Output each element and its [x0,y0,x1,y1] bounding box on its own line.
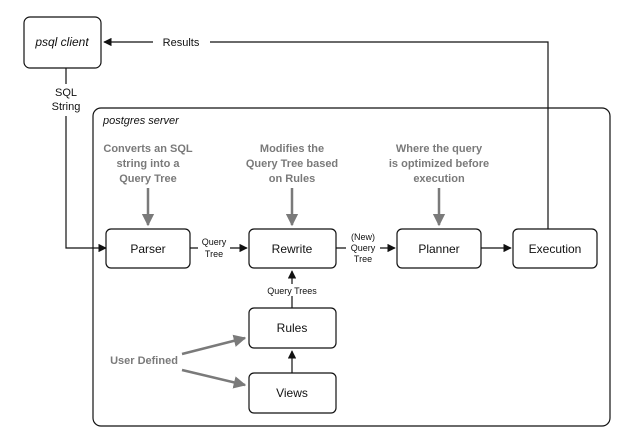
planner-note-line1: Where the query [396,143,483,155]
rewrite-node: Rewrite [248,228,337,269]
rewrite-planner-label-line2: Query [351,243,376,253]
parser-note: Converts an SQL string into a Query Tree [103,143,193,185]
rewrite-note-line2: Query Tree based [246,158,338,170]
postgres-server-container: postgres server [92,107,611,427]
sql-string-edge: SQL String [52,68,107,253]
results-edge: Results [103,37,549,229]
rewrite-to-planner-edge: (New) Query Tree [336,230,396,268]
parser-rewrite-label-line2: Tree [205,249,223,259]
views-node: Views [248,372,337,414]
parser-node: Parser [105,228,191,269]
rewrite-note-line3: on Rules [269,173,315,185]
psql-client-node: psql client [23,16,102,69]
execution-node: Execution [512,228,598,269]
parser-note-line2: string into a [117,158,181,170]
rules-label: Rules [277,321,308,335]
results-label: Results [163,37,200,49]
planner-note: Where the query is optimized before exec… [389,143,489,185]
rewrite-note-line1: Modifies the [260,143,324,155]
user-defined-note: User Defined [110,334,247,389]
user-defined-to-views-arrow [181,368,247,389]
planner-note-line3: execution [413,173,465,185]
rewrite-label: Rewrite [272,242,313,256]
views-label: Views [276,386,308,400]
sql-label-line2: String [52,101,81,113]
psql-client-label: psql client [34,35,89,49]
rules-to-rewrite-edge: Query Trees [267,270,317,308]
rewrite-note: Modifies the Query Tree based on Rules [246,143,338,185]
rewrite-planner-label-line1: (New) [351,232,375,242]
parser-note-line1: Converts an SQL [103,143,193,155]
user-defined-label: User Defined [110,355,178,367]
sql-label-line1: SQL [55,87,77,99]
planner-node: Planner [396,228,482,269]
parser-to-rewrite-edge: Query Tree [190,234,248,262]
parser-rewrite-label-line1: Query [202,237,227,247]
rules-rewrite-label: Query Trees [267,286,317,296]
planner-note-line2: is optimized before [389,158,489,170]
rules-node: Rules [248,307,337,349]
parser-label: Parser [130,242,165,256]
planner-label: Planner [418,242,459,256]
parser-note-line3: Query Tree [119,173,176,185]
rewrite-planner-label-line3: Tree [354,254,372,264]
postgres-server-label: postgres server [102,115,180,127]
user-defined-to-rules-arrow [181,334,247,356]
execution-label: Execution [529,242,582,256]
